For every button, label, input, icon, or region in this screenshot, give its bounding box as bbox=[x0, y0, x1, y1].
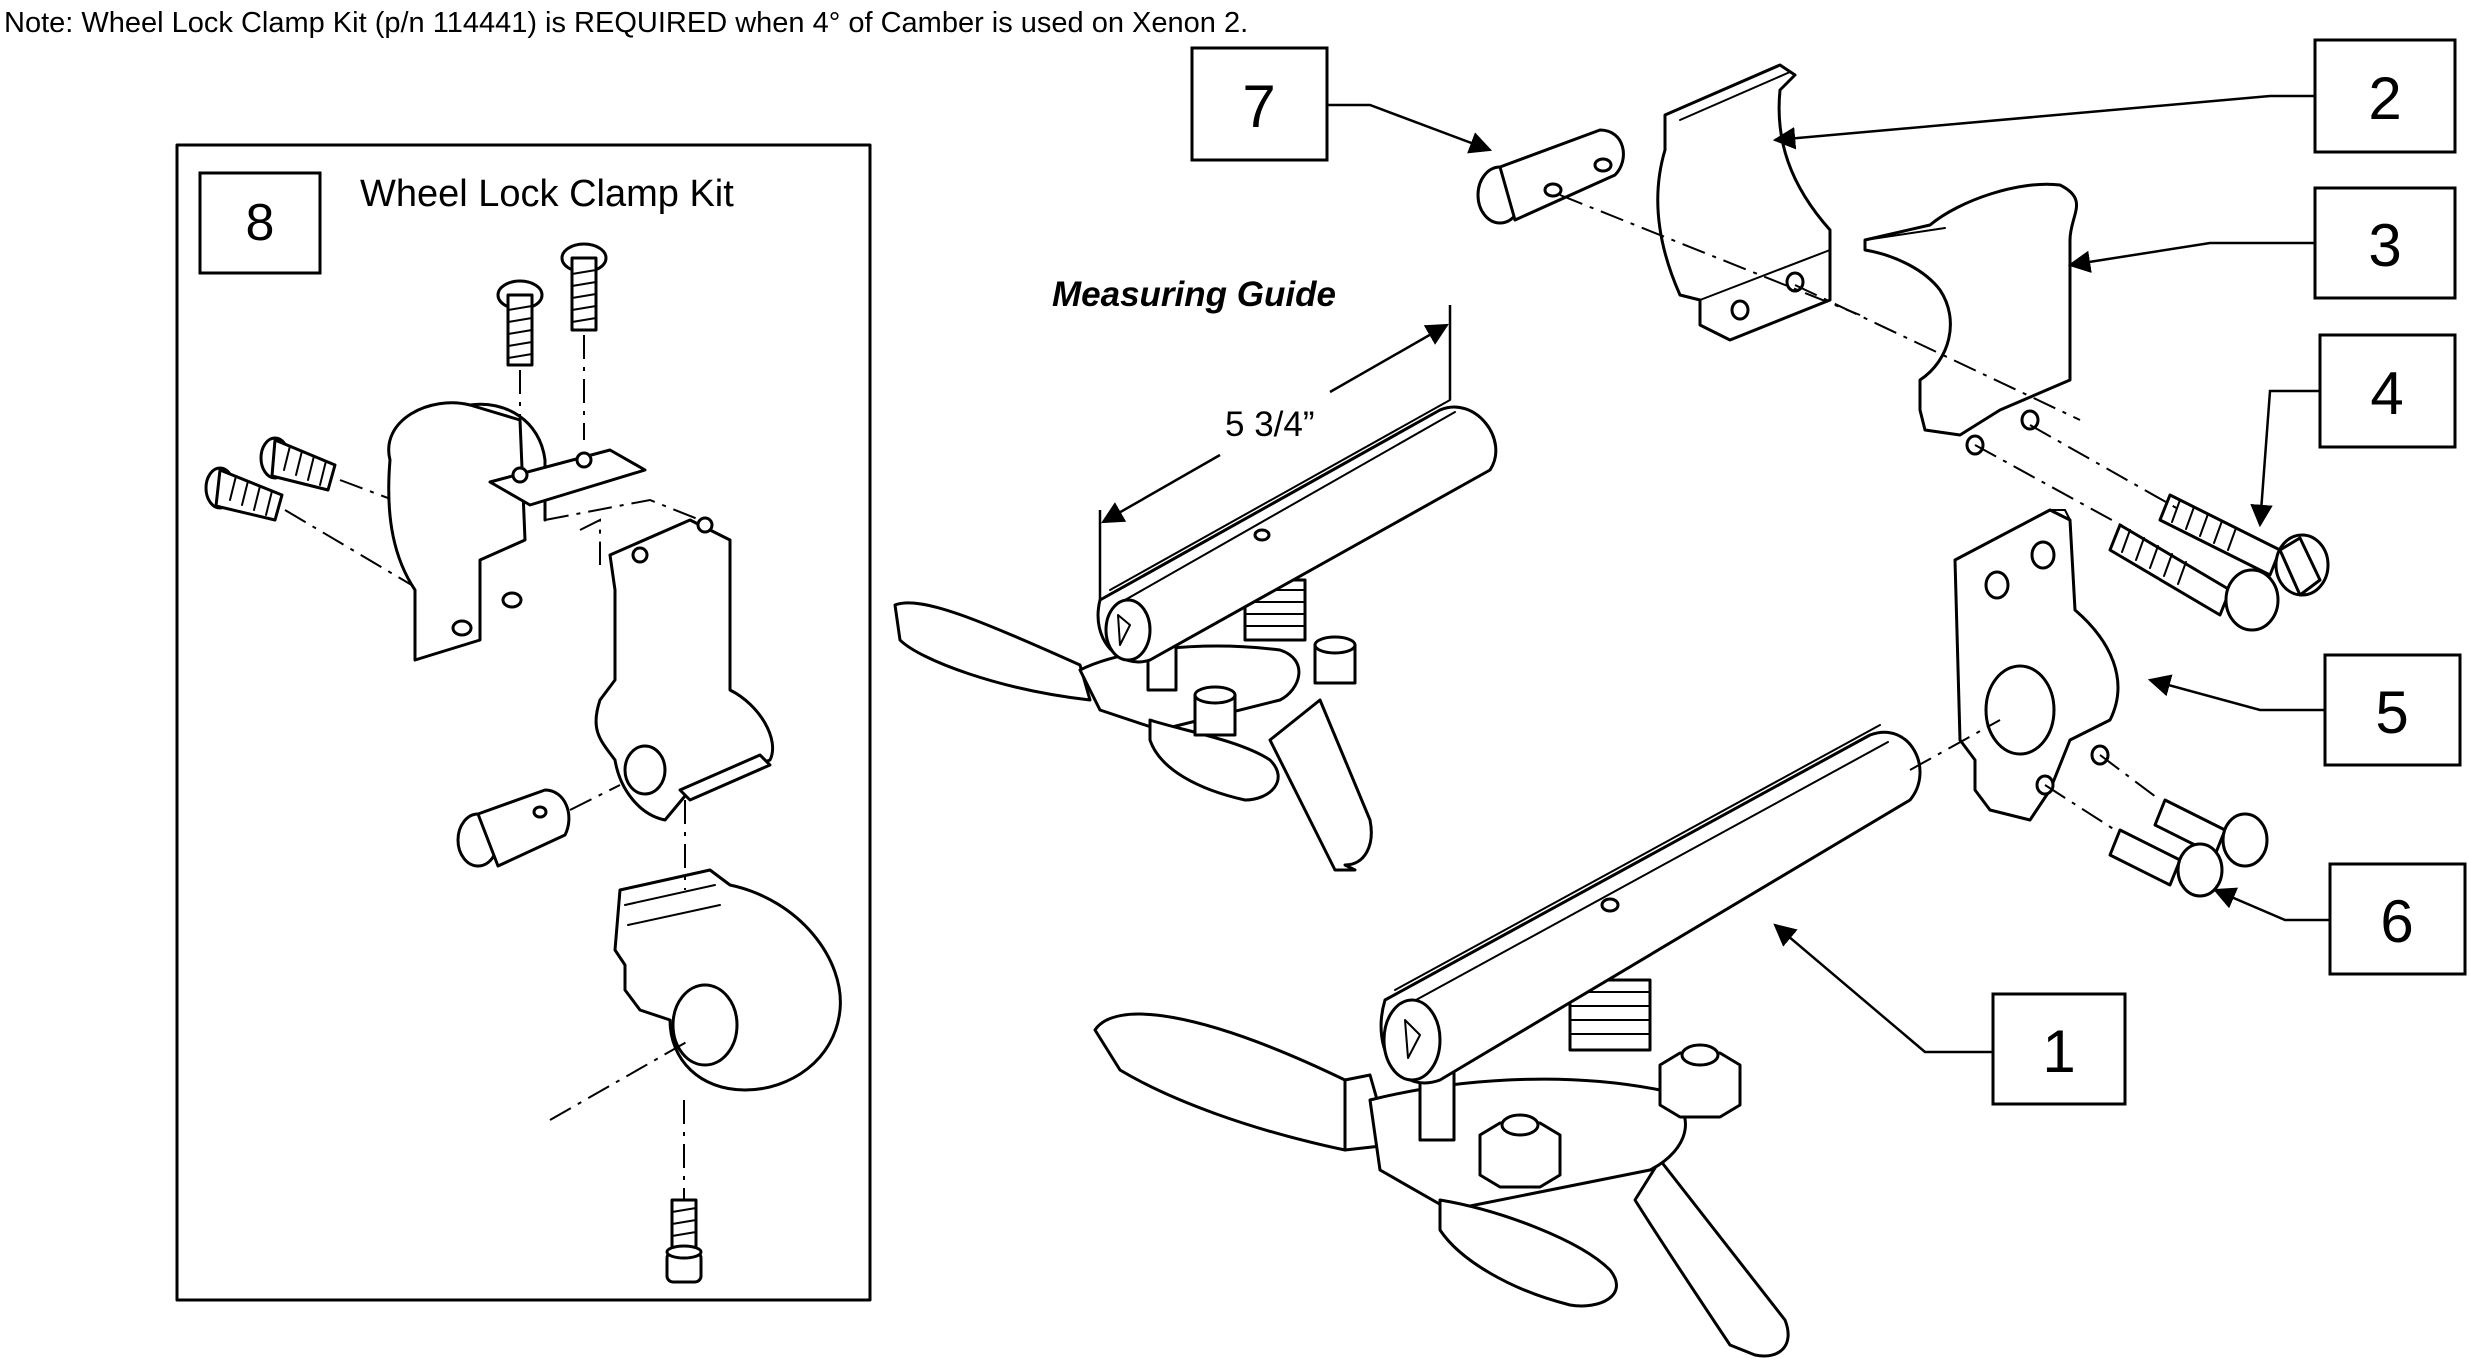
kit-top-screw-left bbox=[496, 279, 544, 367]
kit-clamp-lower bbox=[549, 800, 842, 1121]
dimension-arrow-left bbox=[1101, 453, 1221, 524]
callout-1: 1 bbox=[1773, 923, 2127, 1106]
part-5-clamp bbox=[1953, 508, 2120, 822]
kit-panel-title: Wheel Lock Clamp Kit bbox=[360, 173, 734, 215]
kit-clamp-center bbox=[594, 516, 775, 822]
kit-panel: 8 Wheel Lock Clamp Kit bbox=[175, 143, 872, 1302]
part-2-clamp bbox=[1656, 63, 1832, 342]
kit-side-screw-upper bbox=[259, 436, 337, 492]
part-7-pin bbox=[1476, 128, 1625, 225]
wheel-lock-upper-nut-left bbox=[1193, 685, 1237, 737]
part-6-screw-lower bbox=[2108, 828, 2224, 898]
callout-7: 7 bbox=[1190, 46, 1493, 162]
callout-5: 5 bbox=[2147, 653, 2462, 767]
callout-6: 6 bbox=[2212, 862, 2467, 976]
callout-5-number: 5 bbox=[2375, 679, 2408, 746]
kit-bottom-screw bbox=[665, 1100, 703, 1284]
part-6-screws bbox=[2108, 798, 2269, 898]
note-text: Note: Wheel Lock Clamp Kit (p/n 114441) … bbox=[4, 7, 1248, 39]
callout-8-number: 8 bbox=[246, 194, 275, 252]
measuring-guide: Measuring Guide 5 3/4” bbox=[893, 275, 1498, 872]
callout-3: 3 bbox=[2067, 186, 2457, 300]
kit-pin bbox=[456, 784, 621, 868]
part-4-screw-lower bbox=[2108, 523, 2280, 632]
wheel-lock-main-nut-left bbox=[1478, 1113, 1562, 1189]
wheel-lock-upper bbox=[893, 399, 1498, 872]
callout-2-number: 2 bbox=[2368, 65, 2401, 132]
callout-4: 4 bbox=[2250, 333, 2457, 528]
callout-7-number: 7 bbox=[1242, 73, 1275, 140]
part-4-screws bbox=[2108, 493, 2330, 632]
assembly-centerlines bbox=[1559, 194, 2181, 831]
dimension-arrow-right bbox=[1329, 323, 1449, 394]
callout-3-number: 3 bbox=[2368, 212, 2401, 279]
wheel-lock-main-nut-right bbox=[1658, 1043, 1742, 1119]
kit-clamp-upper-left bbox=[387, 401, 647, 662]
callout-1-number: 1 bbox=[2042, 1018, 2075, 1085]
measuring-guide-dimension: 5 3/4” bbox=[1225, 405, 1315, 444]
callout-2: 2 bbox=[1772, 38, 2457, 154]
kit-side-screw-lower bbox=[204, 466, 284, 522]
callout-8-box bbox=[198, 171, 322, 275]
measuring-guide-title: Measuring Guide bbox=[1052, 275, 1336, 314]
kit-top-screw-right bbox=[560, 242, 608, 332]
callout-4-number: 4 bbox=[2370, 360, 2403, 427]
wheel-lock-upper-nut-right bbox=[1313, 635, 1357, 685]
wheel-lock-main bbox=[1093, 724, 1922, 1358]
kit-drawing bbox=[204, 242, 842, 1284]
part-4-screw-upper bbox=[2158, 493, 2330, 597]
callout-6-number: 6 bbox=[2380, 888, 2413, 955]
part-3-clamp bbox=[1863, 182, 2078, 456]
